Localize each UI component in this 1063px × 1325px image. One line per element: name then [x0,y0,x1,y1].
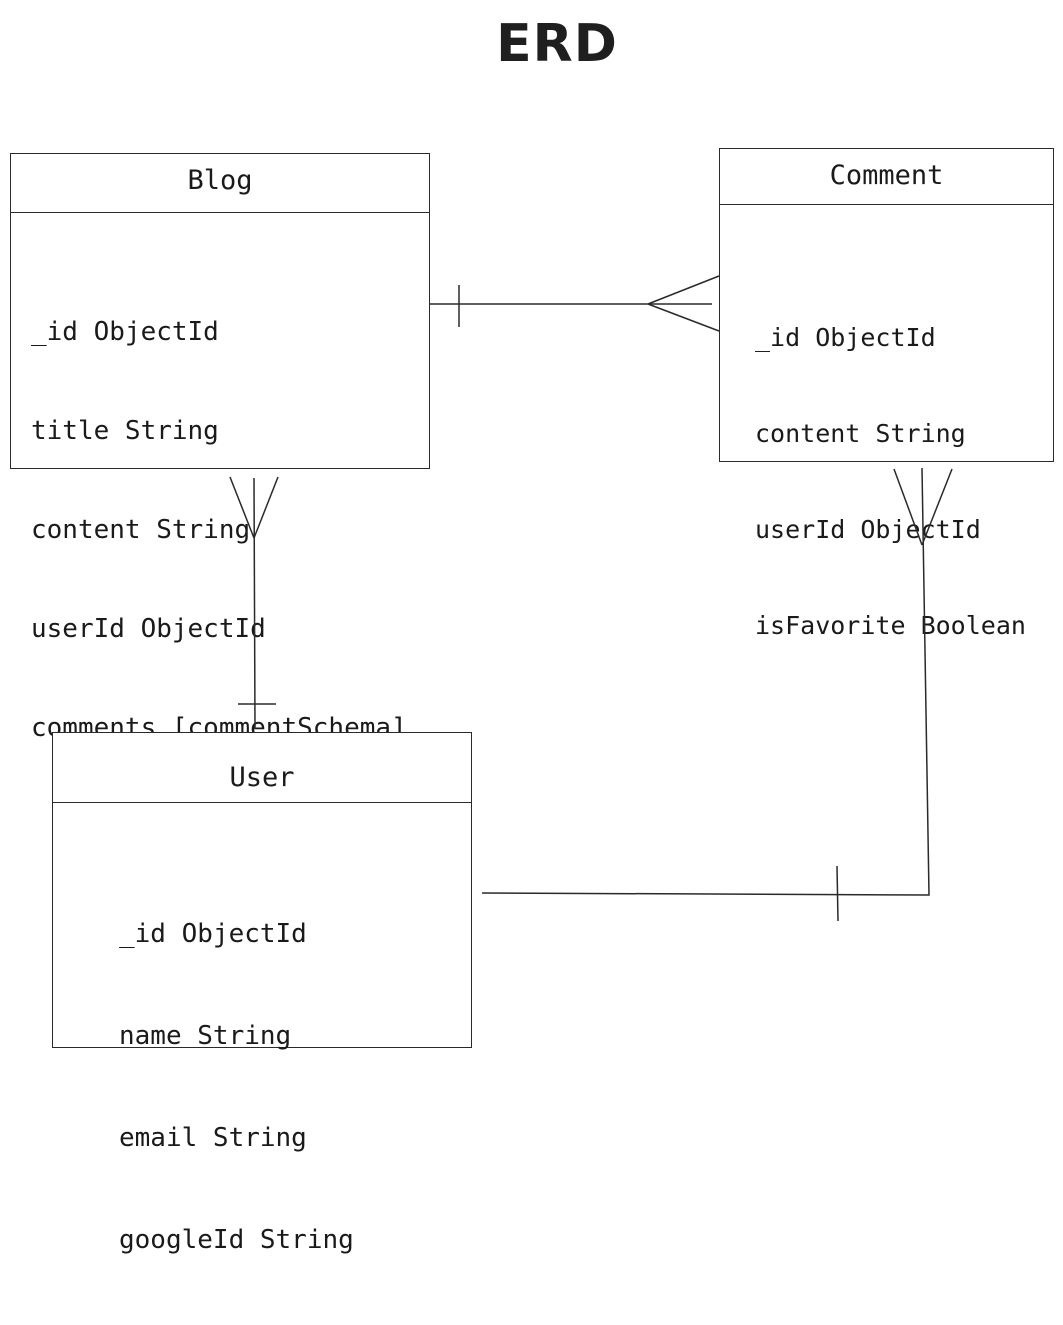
field-blog-title: title String [31,416,219,446]
field-blog-id: _id ObjectId [31,317,219,347]
field-comment-userid: userId ObjectId [755,515,981,544]
field-user-googleid: googleId String [119,1225,354,1255]
comment-crowfoot-lower [647,303,720,332]
field-comment-content: content String [755,419,966,448]
entity-blog-header: Blog [11,154,429,213]
field-comment-id: _id ObjectId [755,323,936,352]
field-user-id: _id ObjectId [119,919,307,949]
entity-comment-fields: _id ObjectId content String userId Objec… [755,258,1026,706]
entity-comment[interactable]: Comment _id ObjectId content String user… [719,148,1054,640]
comment-crowfoot-upper [647,275,720,305]
field-comment-isfavorite: isFavorite Boolean [755,611,1026,640]
entity-user[interactable]: User _id ObjectId name String email Stri… [52,732,472,1255]
user-one-marker-right [836,865,839,922]
field-blog-userid: userId ObjectId [31,614,266,644]
diagram-title: ERD [496,14,618,74]
entity-user-header: User [53,733,471,803]
entity-blog-fields: _id ObjectId title String content String… [31,250,407,811]
field-user-name: name String [119,1021,292,1051]
field-user-email: email String [119,1123,307,1153]
relationship-blog-comment [430,275,720,332]
field-blog-content: content String [31,515,251,545]
entity-blog[interactable]: Blog _id ObjectId title String content S… [10,153,430,743]
entity-comment-header: Comment [720,149,1053,205]
entity-user-fields: _id ObjectId name String email String go… [119,849,354,1325]
